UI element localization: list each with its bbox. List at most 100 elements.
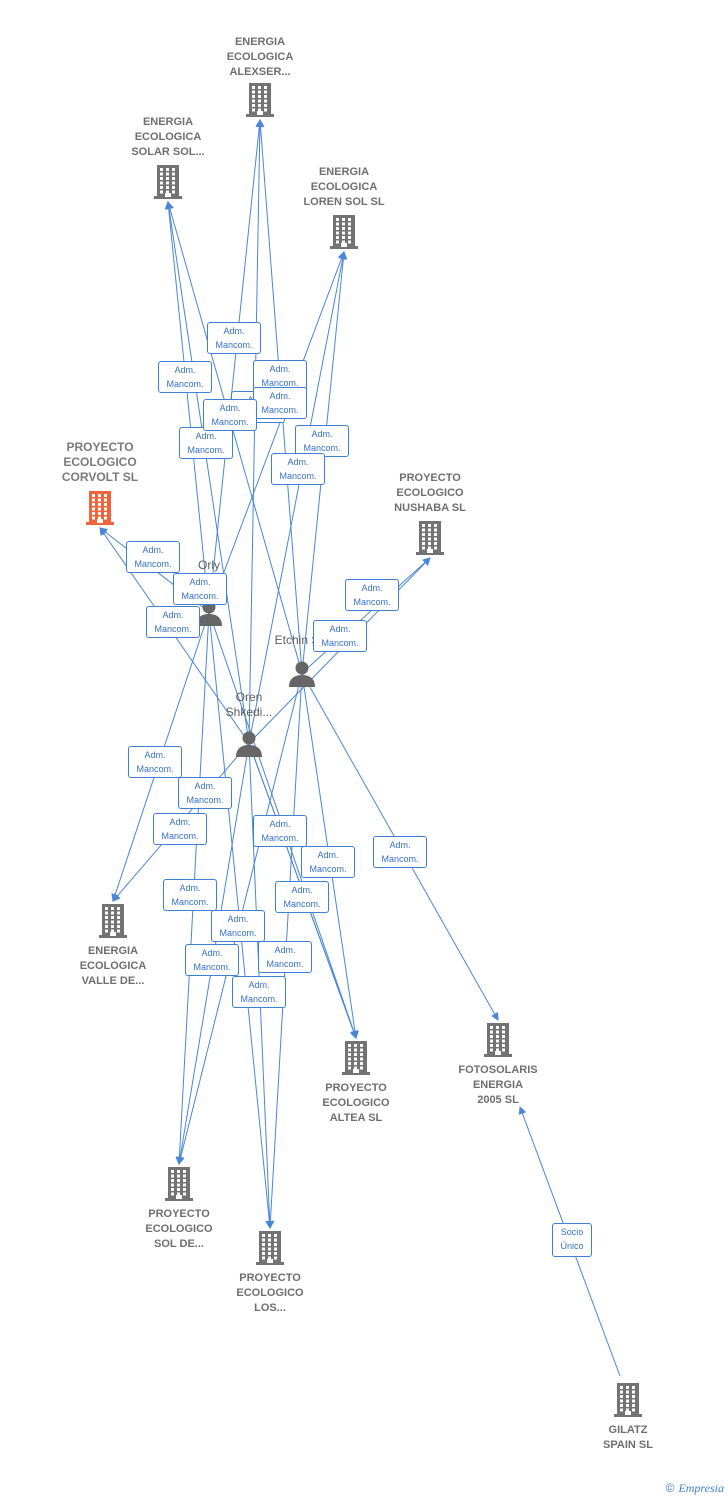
company-label-line: FOTOSOLARIS xyxy=(458,1064,538,1076)
adm-mancom-edge-label[interactable]: Adm.Mancom. xyxy=(211,910,265,942)
adm-mancom-edge-label[interactable]: Adm.Mancom. xyxy=(207,322,261,354)
adm-mancom-edge-label[interactable]: Adm.Mancom. xyxy=(178,777,232,809)
empresia-brand[interactable]: ©Empresia xyxy=(665,1481,724,1495)
adm-mancom-edge-label[interactable]: Adm.Mancom. xyxy=(253,815,307,847)
edge-label-text: Mancom. xyxy=(266,959,304,969)
adm-mancom-edge-label[interactable]: Adm.Mancom. xyxy=(253,387,307,419)
company-label-line: ECOLOGICA xyxy=(226,51,294,63)
edge-label-text: Adm. xyxy=(195,431,217,441)
person-label-line: Oren xyxy=(235,690,263,704)
altea-building-icon[interactable] xyxy=(342,1041,370,1080)
nushaba-building-icon[interactable] xyxy=(416,521,444,560)
adm-mancom-edge-label[interactable]: Adm.Mancom. xyxy=(163,879,217,911)
edge-label-text: Único xyxy=(560,1241,584,1251)
company-label-line: ECOLOGICA xyxy=(134,131,202,143)
company-label-line: PROYECTO xyxy=(399,472,461,484)
adm-mancom-edge-label[interactable]: Adm. Mancom. xyxy=(275,881,329,913)
relation-edge-oren-loren xyxy=(248,251,347,744)
edge-label-text: Adm. xyxy=(142,545,164,555)
adm-mancom-edge-label[interactable]: Adm.Mancom. xyxy=(345,579,399,611)
edge-label-text: Mancom. xyxy=(211,417,249,427)
edge-label-text: Mancom. xyxy=(166,379,204,389)
edge-label-text: Mancom. xyxy=(193,962,231,972)
los-building-icon[interactable] xyxy=(256,1231,284,1270)
solar_sol-building-icon[interactable] xyxy=(154,165,182,204)
person-label-line: Orly xyxy=(198,558,220,572)
adm-mancom-edge-label[interactable]: Adm. Mancom. xyxy=(185,944,239,976)
corvolt-building-icon[interactable] xyxy=(86,491,114,530)
edge-label-text: Adm. xyxy=(248,980,270,990)
company-label-line: ECOLOGICO xyxy=(145,1223,213,1235)
adm-mancom-edge-label[interactable]: Adm. Mancom. xyxy=(126,541,180,573)
edge-label-text: Mancom. xyxy=(261,378,299,388)
edge-label-text: Mancom. xyxy=(283,899,321,909)
alexser-building-icon[interactable] xyxy=(246,83,274,122)
relation-edge-oren-alexser xyxy=(248,119,264,744)
edge-label-text: Socio xyxy=(560,1227,584,1237)
company-label-line: ECOLOGICO xyxy=(322,1097,390,1109)
edge-label-text: Mancom. xyxy=(154,624,192,634)
etchin-person-icon[interactable] xyxy=(288,659,316,692)
gilatz-building-icon[interactable] xyxy=(614,1383,642,1422)
edge-label-text: Mancom. xyxy=(171,897,209,907)
edge-label-text: Mancom. xyxy=(353,597,391,607)
loren-building-icon[interactable] xyxy=(330,215,358,254)
company-label-line: ENERGIA xyxy=(472,1079,524,1091)
company-label-line: ENERGIA xyxy=(318,166,370,178)
company-label-line: SPAIN SL xyxy=(603,1439,653,1451)
edge-label-text: Adm. xyxy=(269,364,291,374)
adm-mancom-edge-label[interactable]: Adm. Mancom. xyxy=(173,573,227,605)
adm-mancom-edge-label[interactable]: Adm.Mancom. xyxy=(128,746,182,778)
edge-label-text: Mancom. xyxy=(134,559,172,569)
edge-label-text: Mancom. xyxy=(186,795,224,805)
company-label-line: SOLAR SOL... xyxy=(131,146,205,158)
company-label-line: GILATZ xyxy=(608,1424,648,1436)
adm-mancom-edge-label[interactable]: Adm.Mancom. xyxy=(232,976,286,1008)
valle-building-icon[interactable] xyxy=(99,904,127,943)
adm-mancom-edge-label[interactable]: Adm.Mancom. xyxy=(158,361,212,393)
gilatz-company-label[interactable]: GILATZ SPAIN SL xyxy=(573,1423,683,1453)
adm-mancom-edge-label[interactable]: Adm.Mancom. xyxy=(258,941,312,973)
relation-edge-etchin-nushaba xyxy=(301,557,431,674)
adm-mancom-edge-label[interactable]: Adm. Mancom. xyxy=(271,453,325,485)
sol_de-building-icon[interactable] xyxy=(165,1167,193,1206)
edge-label-text: Mancom. xyxy=(279,471,317,481)
adm-mancom-edge-label[interactable]: Adm.Mancom. xyxy=(313,620,367,652)
edge-label-text: Adm. xyxy=(287,457,309,467)
company-label-line: PROYECTO xyxy=(239,1272,301,1284)
company-label-line: ECOLOGICO xyxy=(63,455,137,469)
company-label-line: ENERGIA xyxy=(87,945,139,957)
company-label-line: LOS... xyxy=(254,1302,286,1314)
adm-mancom-edge-label[interactable]: Adm.Mancom. xyxy=(373,836,427,868)
adm-mancom-edge-label[interactable]: Adm.Mancom. xyxy=(153,813,207,845)
edge-label-text: Adm. xyxy=(223,326,245,336)
edge-label-text: Adm. xyxy=(201,948,223,958)
edge-label-text: Adm. xyxy=(317,850,339,860)
oren-person-icon[interactable] xyxy=(235,729,263,762)
edge-label-text: Adm. xyxy=(291,885,313,895)
edge-label-text: Adm. xyxy=(189,577,211,587)
adm-mancom-edge-label[interactable]: Adm.Mancom. xyxy=(146,606,200,638)
edge-label-text: Mancom. xyxy=(181,591,219,601)
adm-mancom-edge-label[interactable]: Adm.Mancom. xyxy=(301,846,355,878)
edge-label-text: Adm. xyxy=(219,403,241,413)
adm-mancom-edge-label[interactable]: Adm. Mancom. xyxy=(203,399,257,431)
company-label-line: VALLE DE... xyxy=(81,975,145,987)
fotosolaris-building-icon[interactable] xyxy=(484,1023,512,1062)
edge-label-text: Adm. xyxy=(144,750,166,760)
edge-label-text: Mancom. xyxy=(161,831,199,841)
adm-mancom-edge-label[interactable]: Adm.Mancom. xyxy=(179,427,233,459)
